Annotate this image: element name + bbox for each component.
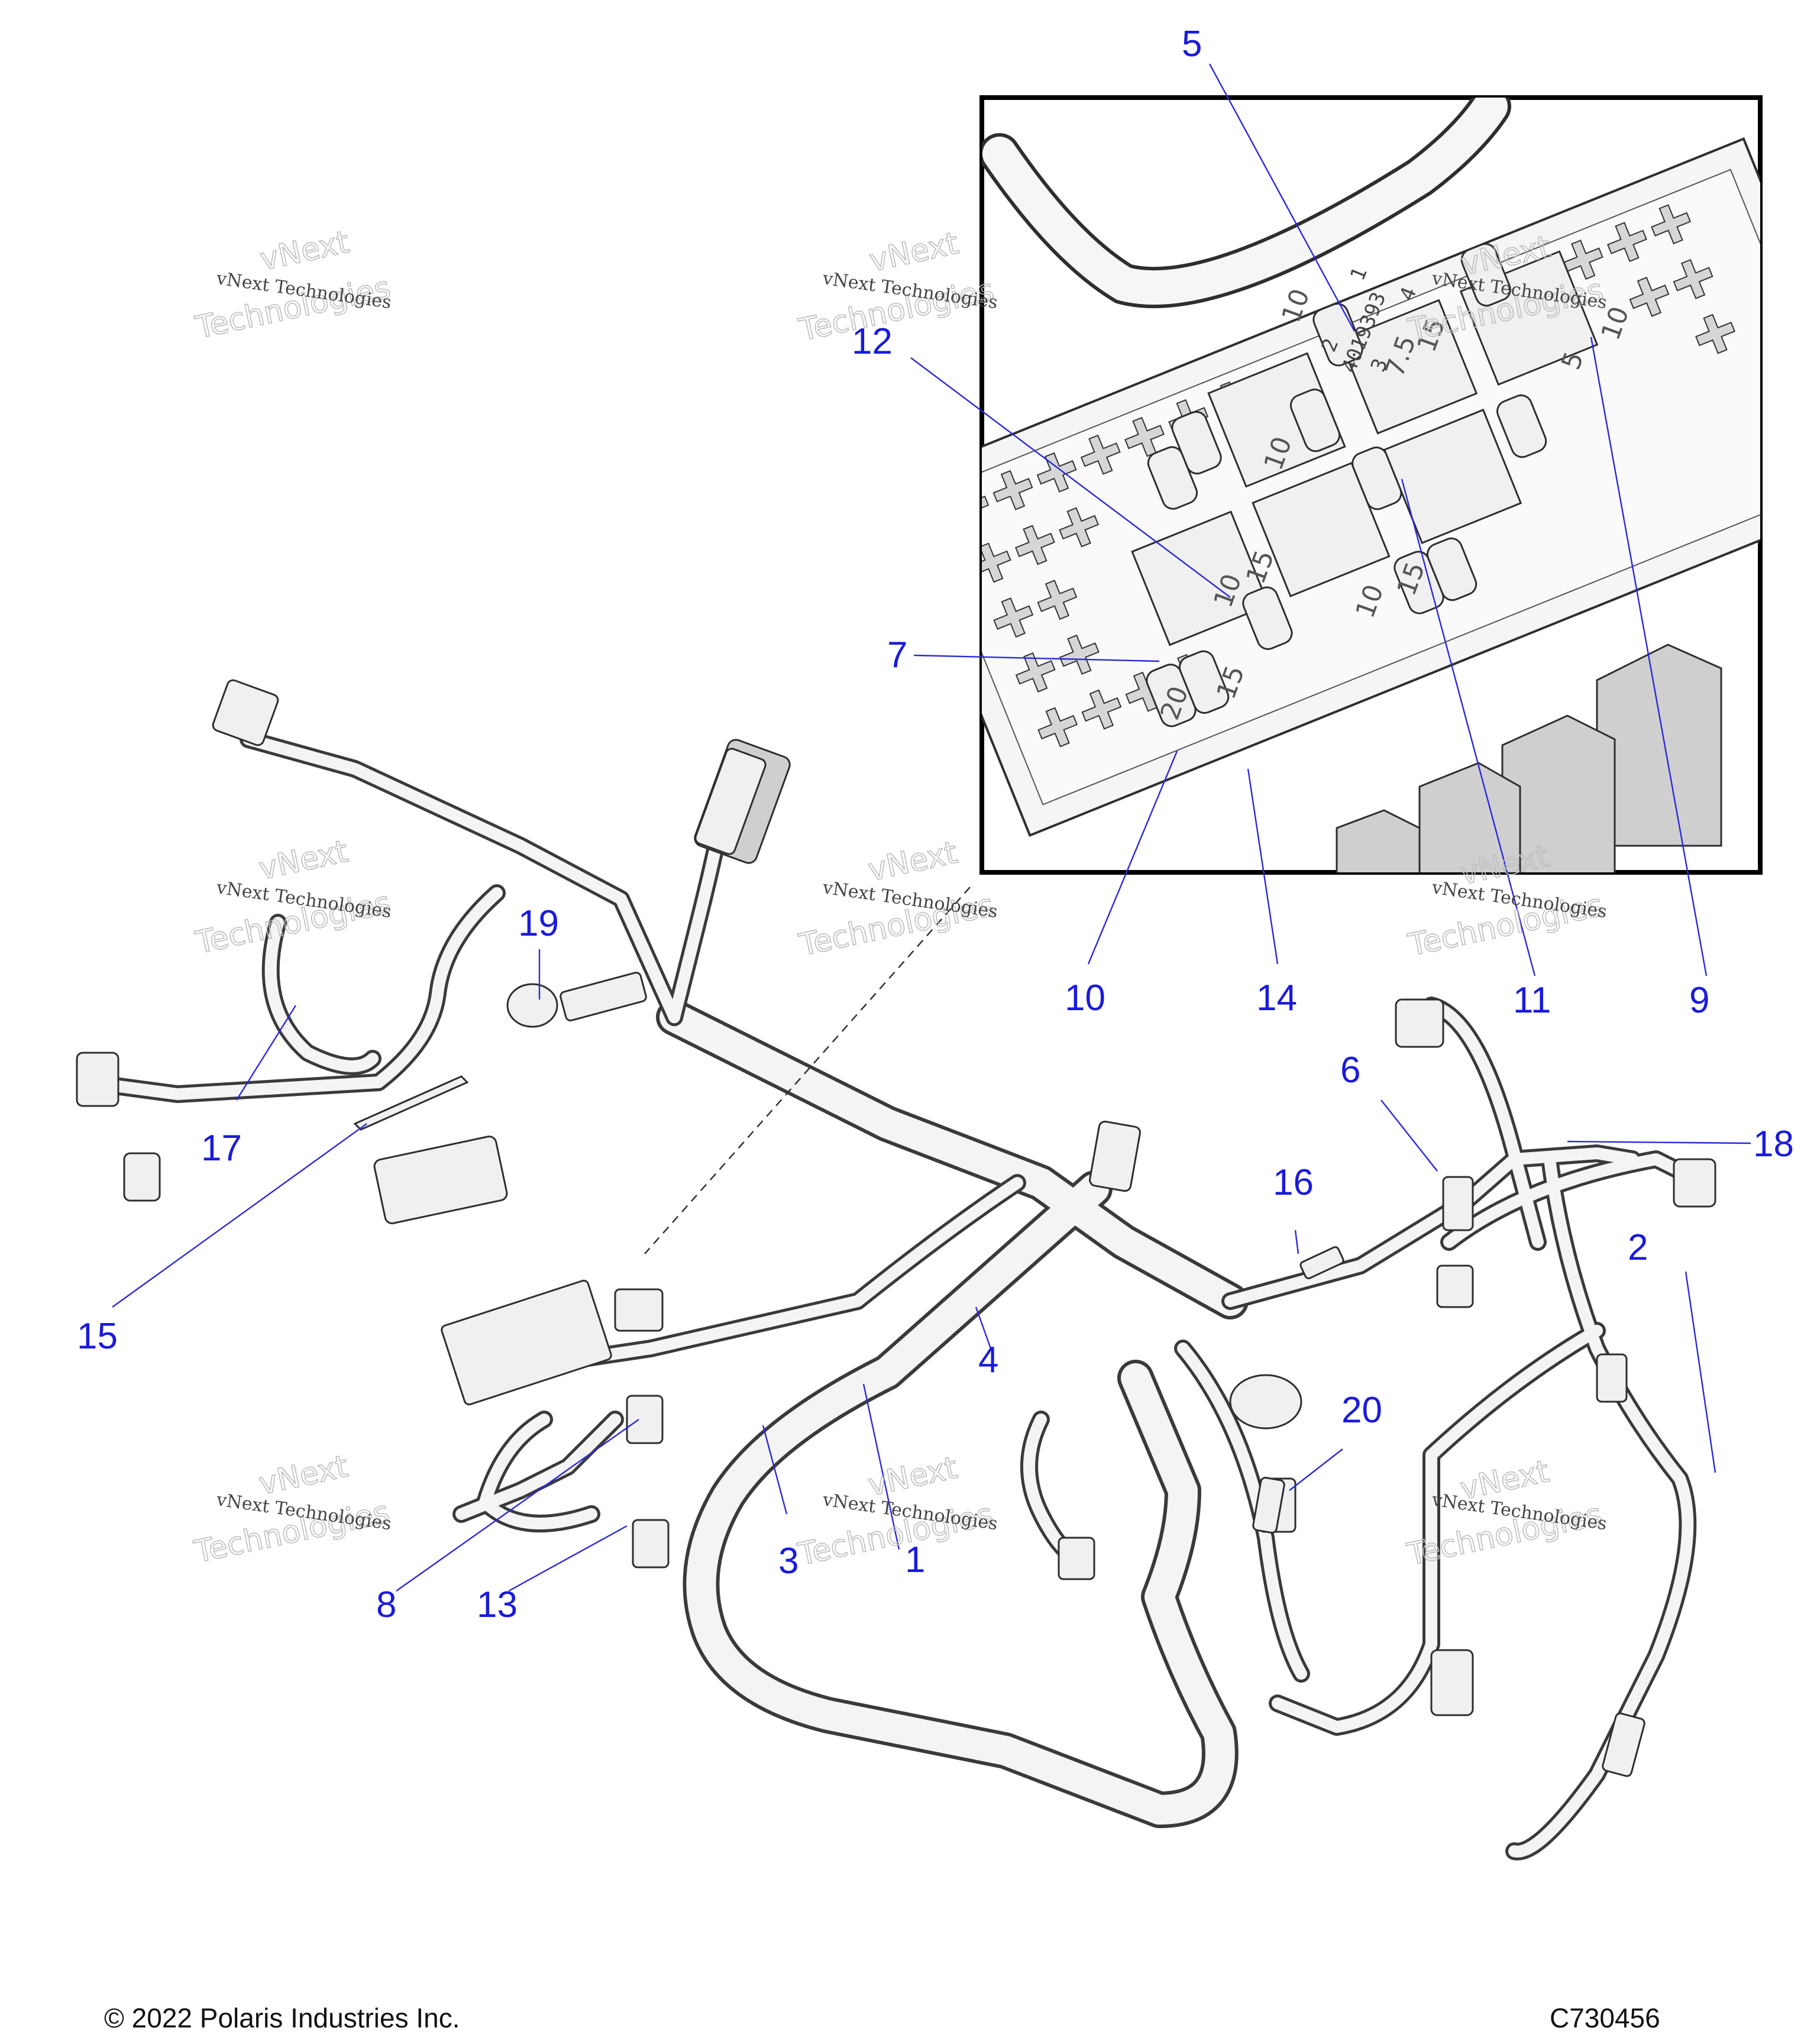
callout-8: 8 [376,1584,396,1625]
callout-18: 18 [1753,1124,1794,1165]
inset-connectors [1336,643,1722,872]
callout-5: 5 [1182,24,1202,64]
callout-17: 17 [201,1128,242,1169]
callout-19: 19 [518,903,559,944]
callout-14: 14 [1256,978,1297,1018]
svg-text:vNext: vNext [257,224,353,277]
callout-2: 2 [1628,1227,1648,1268]
fuses [1146,242,1547,727]
connectors [76,679,1716,1777]
callout-4: 4 [978,1340,998,1380]
diagram-code: C730456 [1550,2003,1660,2033]
callout-13: 13 [477,1584,518,1625]
svg-text:vNext: vNext [865,835,961,888]
svg-text:vNext: vNext [256,834,351,887]
wiring-harness [76,679,1716,1861]
relays [1131,250,1599,646]
callout-numbers: 1 2 3 4 5 6 7 8 9 10 11 12 13 14 15 16 1… [77,24,1794,1625]
callout-12: 12 [852,321,893,362]
callout-16: 16 [1273,1162,1314,1203]
callout-20: 20 [1341,1390,1382,1431]
callout-15: 15 [77,1316,118,1357]
svg-text:vNext: vNext [867,225,962,279]
watermarks: vNext Technologies vNext Technologies vN… [190,224,1608,1574]
callout-10: 10 [1065,978,1105,1018]
callout-11: 11 [1513,980,1551,1021]
fuse-box-inset: 10 10 5 10 15 7.5 10 15 10 15 20 15 2 1 … [979,95,1763,875]
callout-6: 6 [1340,1050,1360,1091]
inset-reference-line [644,887,971,1254]
callout-1: 1 [905,1540,925,1580]
callout-9: 9 [1689,980,1709,1021]
callout-3: 3 [778,1541,798,1581]
callout-7: 7 [887,635,907,675]
leader-lines [112,63,1751,1592]
copyright-text: © 2022 Polaris Industries Inc. [104,2003,460,2033]
svg-text:vNext: vNext [256,1449,351,1502]
